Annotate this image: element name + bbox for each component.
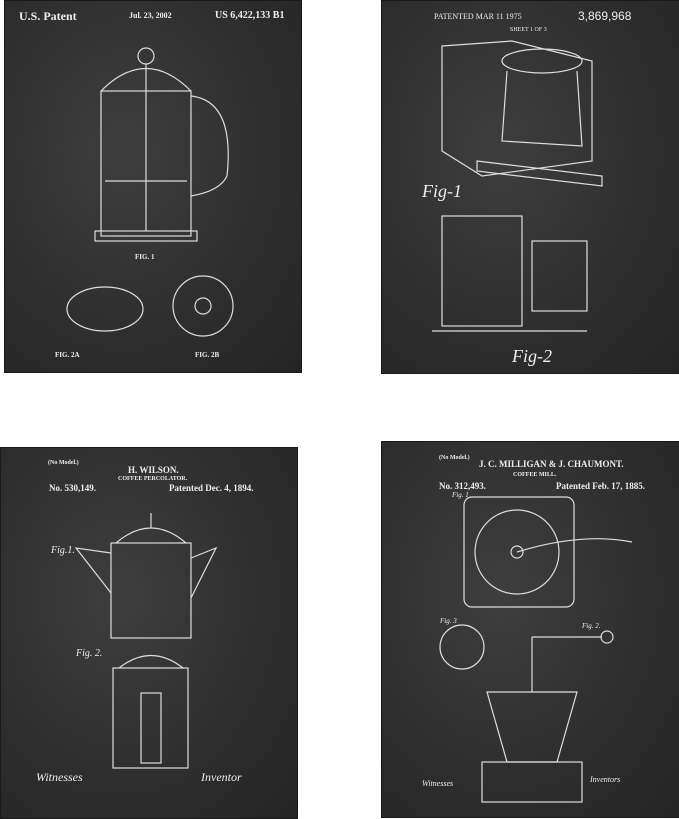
fig1-label: Fig-1 (422, 181, 462, 201)
fig3-label: Fig. 3 (440, 617, 457, 625)
french-press-patent-print: U.S. Patent Jul. 23, 2002 US 6,422,133 B… (4, 0, 302, 373)
patent-date: Patented Dec. 4, 1894. (169, 483, 254, 493)
fig2a-label: FIG. 2A (55, 351, 80, 359)
coffee-mill-patent-print: (No Model.) J. C. MILLIGAN & J. CHAUMONT… (381, 441, 679, 818)
fig2b-label: FIG. 2B (195, 351, 220, 359)
coffee-percolator-drawing (74, 513, 218, 769)
inventors-label: Inventors (590, 775, 621, 784)
patent-title: COFFEE MILL. (513, 472, 557, 478)
fig2-label: Fig-2 (512, 346, 552, 366)
witnesses-label: Witnesses (422, 779, 454, 788)
fig1-label: Fig.1. (51, 545, 75, 556)
patent-title: COFFEE PERCOLATOR. (118, 476, 188, 482)
drip-coffee-maker-patent-print: PATENTED MAR 11 1975 3,869,968 SHEET 1 O… (381, 0, 679, 374)
no-model-label: (No Model.) (439, 455, 470, 461)
no-model-label: (No Model.) (48, 460, 79, 466)
header-date: Jul. 23, 2002 (129, 11, 172, 20)
header-left: U.S. Patent (19, 9, 77, 23)
inventor-names: J. C. MILLIGAN & J. CHAUMONT. (479, 459, 624, 469)
patent-date: Patented Feb. 17, 1885. (556, 481, 645, 491)
header-number: US 6,422,133 B1 (215, 10, 285, 21)
inventor-label: Inventor (201, 770, 242, 784)
fig1-label: Fig. 1 (452, 491, 469, 499)
patent-number: No. 530,149. (49, 483, 96, 493)
header-number: 3,869,968 (578, 9, 632, 23)
sheet-label: SHEET 1 OF 3 (510, 27, 547, 33)
header-left: PATENTED MAR 11 1975 (434, 12, 522, 21)
coffee-mill-drawing (439, 496, 633, 803)
coffee-percolator-patent-print: (No Model.) H. WILSON. COFFEE PERCOLATOR… (0, 447, 298, 819)
drip-coffee-maker-drawing (432, 40, 603, 332)
witnesses-label: Witnesses (36, 770, 83, 784)
inventor-name: H. WILSON. (128, 465, 179, 475)
fig2-label: Fig. 2. (76, 648, 103, 659)
french-press-drawing (66, 47, 234, 337)
fig2-label: Fig. 2. (582, 622, 601, 630)
fig1-label: FIG. 1 (135, 253, 155, 261)
patent-number: No. 312,493. (439, 481, 486, 491)
